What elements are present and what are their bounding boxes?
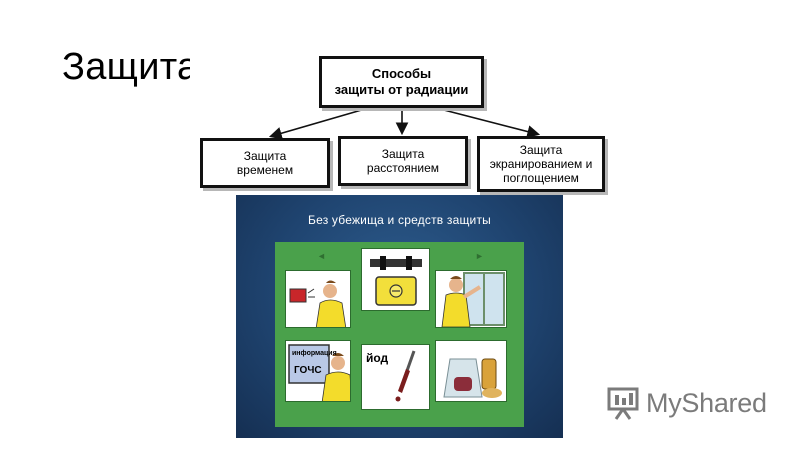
- slide-title: Защита: [62, 46, 199, 88]
- info-board-label: ГОЧС: [294, 365, 322, 376]
- arrow-to-shielding: [439, 108, 541, 138]
- poster-caption: Без убежища и средств защиты: [308, 213, 491, 227]
- flow-arrow-icon: ◄: [317, 251, 326, 261]
- node-a-line-2: временем: [236, 163, 294, 177]
- node-c-line-1: Защита: [519, 143, 563, 157]
- diagram-root-node: Способы защиты от радиации: [319, 56, 484, 108]
- root-line-2: защиты от радиации: [334, 82, 469, 97]
- tile-closing-window: [435, 270, 507, 328]
- no-shelter-illustration: Без убежища и средств защиты ◄ ► ◄ ►: [236, 195, 563, 438]
- info-board-header: информация: [292, 350, 337, 357]
- logo-text: MyShared: [646, 388, 767, 418]
- node-protection-time: Защита временем: [200, 138, 330, 188]
- tile-info-announcement: информация ГОЧС: [285, 340, 351, 402]
- protection-methods-diagram: Способы защиты от радиации Защита времен…: [190, 52, 610, 194]
- node-a-line-1: Защита: [243, 149, 287, 163]
- root-line-1: Способы: [371, 66, 432, 81]
- myshared-logo: MyShared: [606, 380, 776, 424]
- arrow-to-time: [268, 108, 366, 140]
- presentation-board-icon: [607, 387, 639, 420]
- node-protection-distance: Защита расстоянием: [338, 136, 468, 186]
- node-b-line-2: расстоянием: [366, 161, 440, 175]
- node-c-line-3: поглощением: [503, 171, 579, 185]
- poster-green-panel: ◄ ► ◄ ►: [275, 242, 524, 427]
- tile-alarm-warning: [285, 270, 351, 328]
- tile-iodine: йод: [361, 344, 430, 410]
- flow-arrow-icon: ►: [475, 251, 484, 261]
- node-b-line-1: Защита: [381, 147, 425, 161]
- node-protection-shielding: Защита экранированием и поглощением: [477, 136, 605, 192]
- tile-food-supplies: [435, 340, 507, 402]
- iodine-label: йод: [366, 351, 389, 365]
- diagram-arrows: [268, 108, 541, 140]
- tile-sealed-container: [361, 248, 430, 311]
- node-c-line-2: экранированием и: [489, 157, 593, 171]
